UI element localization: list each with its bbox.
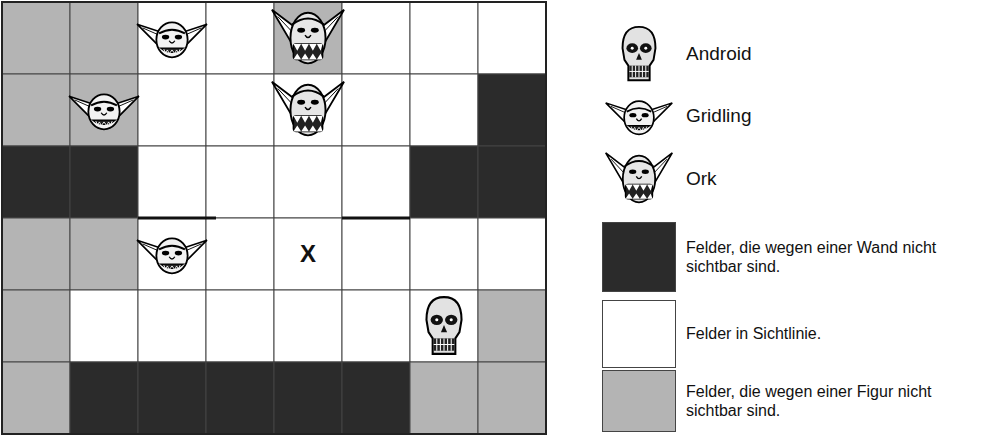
- board-square: [138, 146, 206, 218]
- board-square: [342, 146, 410, 218]
- board-square: [70, 146, 138, 218]
- ork-figure: [272, 82, 344, 136]
- board-square: [138, 290, 206, 362]
- board-square: [410, 290, 478, 362]
- board-square: [70, 362, 138, 434]
- legend-label: Android: [686, 43, 986, 66]
- board-square: [478, 74, 546, 146]
- board-square: [342, 218, 410, 290]
- android-figure: [623, 27, 656, 80]
- gridling-icon: [602, 88, 676, 144]
- board-square: [138, 2, 206, 74]
- ork-figure: [272, 10, 344, 64]
- legend-label: Ork: [686, 168, 986, 191]
- board-square: [138, 74, 206, 146]
- board-square: [70, 2, 138, 74]
- gridling-figure: [137, 238, 207, 273]
- ork-icon: [602, 146, 676, 212]
- board-square: [478, 146, 546, 218]
- board-square: [342, 362, 410, 434]
- legend-swatch: [602, 370, 676, 432]
- legend-label: Gridling: [686, 105, 986, 128]
- board-square: [206, 74, 274, 146]
- board-square: [70, 290, 138, 362]
- board-square: [410, 362, 478, 434]
- legend-label: Felder, die wegen einer Wand nicht sicht…: [686, 238, 986, 276]
- board-square: [2, 290, 70, 362]
- board-square: [274, 146, 342, 218]
- gridling-figure: [606, 101, 673, 134]
- wall-line: [342, 217, 410, 220]
- legend-label: Felder in Sichtlinie.: [686, 324, 986, 343]
- board-border: [2, 2, 546, 434]
- board-square: [410, 218, 478, 290]
- legend-entry: Android: [602, 22, 986, 86]
- legend-swatch: [602, 300, 676, 368]
- board-square: [478, 218, 546, 290]
- board-square: [70, 218, 138, 290]
- android-icon: [602, 22, 676, 86]
- board-square: [2, 218, 70, 290]
- legend-icon: [602, 22, 676, 86]
- board-square: [478, 362, 546, 434]
- board-square: [2, 362, 70, 434]
- board-square: [410, 2, 478, 74]
- board-square: [2, 74, 70, 146]
- board-square: [478, 2, 546, 74]
- board-square: [274, 290, 342, 362]
- gridling-figure: [137, 22, 207, 57]
- board-square: [410, 74, 478, 146]
- legend-entry: Felder, die wegen einer Wand nicht sicht…: [602, 222, 986, 292]
- board-square: [206, 362, 274, 434]
- board-square: [70, 74, 138, 146]
- board-square: [206, 146, 274, 218]
- legend-entry: Felder in Sichtlinie.: [602, 300, 986, 368]
- board-square: [2, 2, 70, 74]
- ork-figure: [606, 153, 673, 203]
- board-square: [138, 362, 206, 434]
- board-square: [342, 2, 410, 74]
- android-figure: [426, 297, 461, 354]
- legend-icon: [602, 88, 676, 144]
- board-square: [274, 362, 342, 434]
- board-square: [410, 146, 478, 218]
- board-square: [206, 2, 274, 74]
- board-square: [138, 218, 206, 290]
- legend-label: Felder, die wegen einer Figur nicht sich…: [686, 382, 986, 420]
- wall-line: [138, 217, 216, 220]
- board-square: [206, 290, 274, 362]
- gridling-figure: [69, 94, 139, 129]
- board-square: [342, 290, 410, 362]
- legend-swatch: [602, 222, 676, 292]
- board-square: [274, 218, 342, 290]
- board-square: [206, 218, 274, 290]
- board-square: [2, 146, 70, 218]
- board-square: [342, 74, 410, 146]
- legend-entry: Gridling: [602, 88, 986, 144]
- legend-entry: Ork: [602, 146, 986, 212]
- legend-entry: Felder, die wegen einer Figur nicht sich…: [602, 370, 986, 432]
- board-square: [478, 290, 546, 362]
- legend-icon: [602, 146, 676, 212]
- cell-marker: X: [298, 240, 318, 268]
